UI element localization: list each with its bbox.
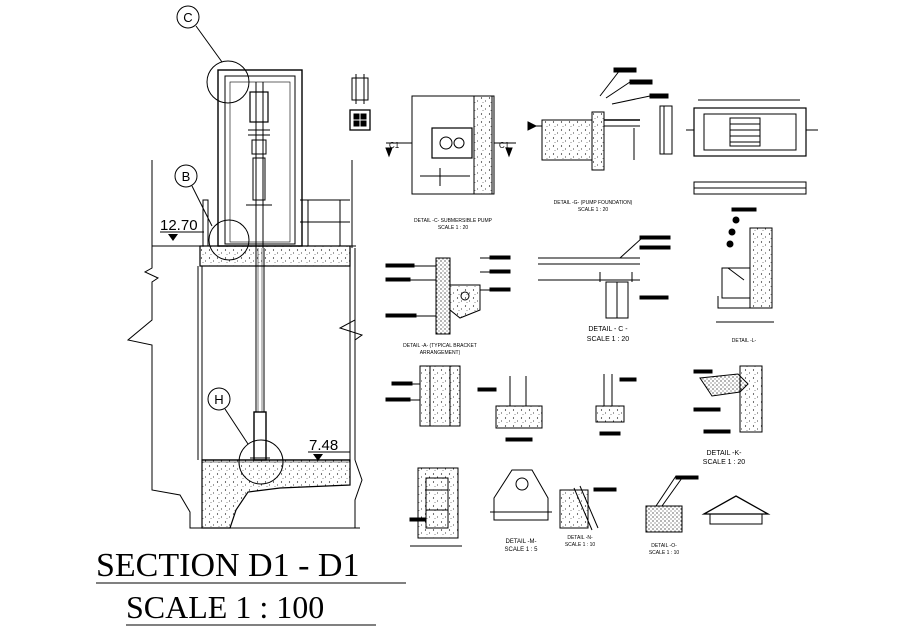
detail-pump-foundation-title: DETAIL -G- (PUMP FOUNDATION) [554, 200, 633, 206]
detail-k-scale: SCALE 1 : 20 [703, 459, 746, 466]
detail-l-title: DETAIL -L- [732, 338, 757, 344]
detail-m-drawing [490, 469, 552, 521]
detail-o-drawing [645, 475, 699, 533]
detail-pump-foundation [527, 67, 669, 171]
section-mark-right: C1 [499, 141, 510, 150]
detail-k-drawing [693, 365, 763, 434]
section-title: SECTION D1 - D1 [96, 547, 359, 584]
detail-row3-b [477, 376, 543, 442]
svg-text:12.70: 12.70 [160, 217, 198, 234]
scale-title: SCALE 1 : 100 [126, 589, 324, 625]
detail-row3-a [385, 365, 461, 427]
level-marker-upper: 12.70 [160, 217, 204, 241]
svg-text:H: H [214, 392, 223, 407]
detail-pump-foundation-scale: SCALE 1 : 20 [578, 207, 609, 213]
detail-bracket-title: DETAIL -A- (TYPICAL BRACKET [403, 343, 477, 349]
detail-roof-drawing [701, 495, 771, 525]
level-marker-lower: 7.48 [308, 437, 350, 461]
detail-c-drawing [538, 235, 671, 319]
detail-bracket-subtitle: ARRANGEMENT) [420, 350, 461, 356]
detail-row4-a [409, 467, 462, 547]
callout-b: B [174, 164, 250, 261]
callout-c: C [176, 5, 250, 104]
detail-n-title: DETAIL -N- [567, 535, 593, 541]
detail-submersible-pump [385, 95, 516, 195]
detail-o-title: DETAIL -O- [651, 543, 677, 549]
main-section-drawing [126, 69, 364, 529]
svg-text:B: B [182, 169, 191, 184]
detail-submersible-pump-title: DETAIL -C- SUBMERSIBLE PUMP [414, 218, 493, 224]
detail-n-drawing [559, 485, 617, 531]
callout-h: H [207, 387, 284, 485]
detail-plan-box [686, 99, 818, 195]
detail-bracket [385, 255, 511, 335]
detail-l-drawing [716, 207, 774, 323]
detail-m-title: DETAIL -M- [506, 539, 537, 545]
section-mark-left: C1 [389, 141, 400, 150]
detail-k-title: DETAIL -K- [706, 450, 742, 457]
svg-text:C: C [183, 10, 192, 25]
detail-submersible-pump-scale: SCALE 1 : 20 [438, 225, 469, 231]
detail-c-scale: SCALE 1 : 20 [587, 336, 630, 343]
detail-c-title: DETAIL - C - [588, 326, 628, 333]
detail-column-piece [659, 105, 673, 155]
detail-o-scale: SCALE 1 : 10 [649, 550, 680, 556]
detail-m-scale: SCALE 1 : 5 [504, 547, 538, 553]
small-symbol-group [349, 74, 371, 131]
detail-n-scale: SCALE 1 : 10 [565, 542, 596, 548]
svg-text:7.48: 7.48 [309, 437, 338, 454]
detail-row3-c [595, 374, 637, 436]
